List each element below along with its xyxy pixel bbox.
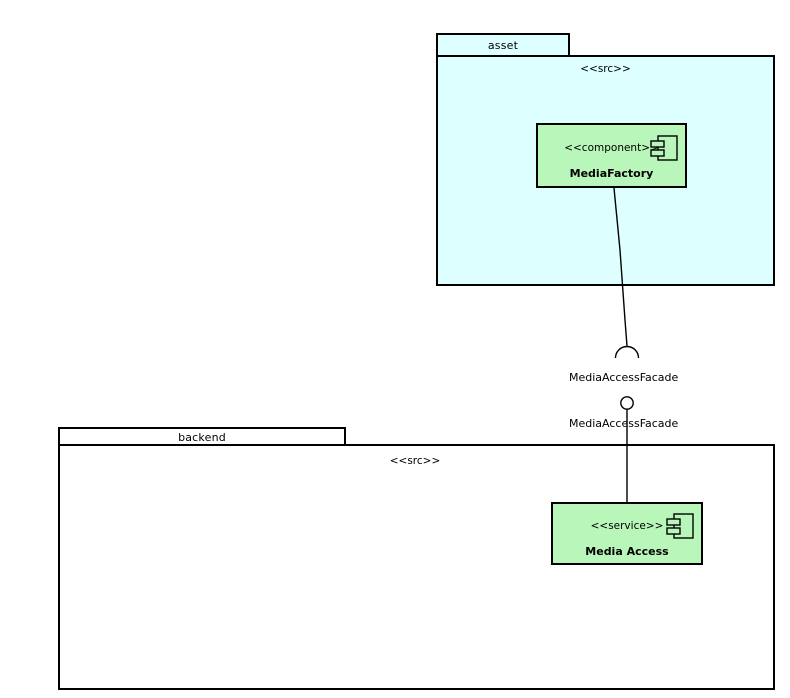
package-backend-tab[interactable]: backend: [58, 427, 346, 445]
component-media-access-name: Media Access: [585, 545, 669, 558]
lollipop-ball-icon: [620, 396, 634, 410]
provided-interface-label: MediaAccessFacade: [569, 417, 679, 430]
package-asset-label: asset: [487, 39, 519, 52]
component-icon: [650, 135, 678, 161]
component-media-access[interactable]: <<service>> Media Access: [551, 502, 703, 565]
package-asset-tab[interactable]: asset: [436, 33, 570, 56]
required-interface-label: MediaAccessFacade: [569, 371, 679, 384]
component-media-factory-name: MediaFactory: [569, 167, 654, 180]
package-asset-stereotype: <<src>>: [580, 63, 631, 75]
component-icon: [666, 513, 694, 539]
package-backend-body[interactable]: [58, 444, 775, 690]
socket-arc-icon: [614, 345, 640, 359]
package-asset-body[interactable]: [436, 55, 775, 286]
component-media-access-stereotype: <<service>>: [590, 520, 664, 532]
package-backend-label: backend: [178, 430, 226, 444]
package-backend-stereotype: <<src>>: [389, 455, 441, 467]
component-media-factory-stereotype: <<component>>: [564, 142, 659, 154]
component-media-factory[interactable]: <<component>> MediaFactory: [536, 123, 687, 188]
